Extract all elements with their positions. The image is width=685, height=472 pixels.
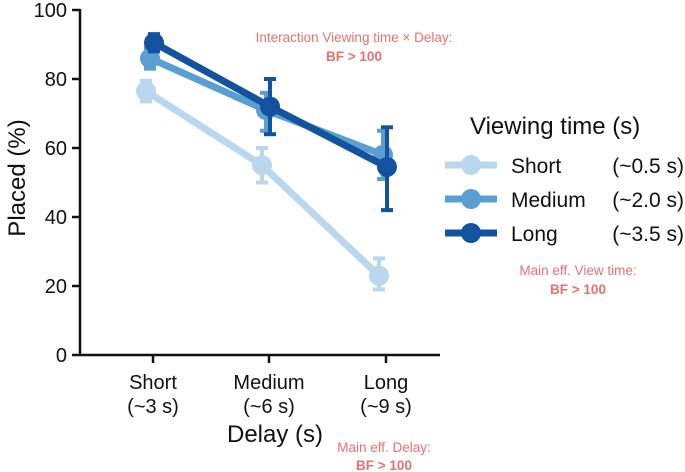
legend-title: Viewing time (s) [470,113,640,140]
data-point-long-1 [260,96,280,117]
data-point-short-1 [252,155,272,176]
legend-swatch-marker-0 [461,155,481,175]
x-tick-sublabel-1: (~6 s) [243,396,295,418]
annotations: Interaction Viewing time × Delay: BF > 10… [256,30,637,472]
series-layer [136,32,397,292]
y-tick-label-2: 40 [45,207,67,229]
x-axis-title: Delay (s) [227,421,323,448]
data-point-long-2 [377,156,397,177]
legend-detail-0: (~0.5 s) [612,155,684,178]
legend-label-1: Medium [511,189,586,212]
x-tick-sublabel-0: (~3 s) [127,396,179,418]
x-tick-label-2: Long [364,372,409,394]
y-tick-label-4: 80 [45,69,67,91]
series-long [144,32,397,213]
legend-label-0: Short [511,155,561,178]
legend-swatch-marker-2 [461,223,481,243]
annotation-0-value: BF > 100 [326,49,382,64]
x-tick-sublabel-2: (~9 s) [360,396,412,418]
annotation-0-label: Interaction Viewing time × Delay: [256,30,453,45]
data-point-long-0 [144,32,164,53]
annotation-2-label: Main eff. Delay: [337,440,431,455]
legend: Viewing time (s) Short (~0.5 s) Medium (~2.0… [445,113,684,246]
data-point-short-0 [136,81,156,102]
y-tick-label-5: 100 [34,0,67,22]
y-tick-label-1: 20 [45,276,67,298]
x-tick-label-0: Short [129,372,177,394]
legend-detail-2: (~3.5 s) [612,223,684,246]
annotation-1-value: BF > 100 [550,282,606,297]
annotation-1-label: Main eff. View time: [519,263,636,278]
series-short [136,78,389,292]
annotation-2-value: BF > 100 [356,458,412,472]
y-axis-title: Placed (%) [4,119,31,236]
legend-detail-1: (~2.0 s) [612,189,684,212]
y-tick-label-0: 0 [56,345,67,367]
data-point-short-2 [369,265,389,286]
legend-label-2: Long [511,223,558,246]
legend-swatch-marker-1 [461,189,481,209]
x-tick-label-1: Medium [233,372,304,394]
y-tick-label-3: 60 [45,138,67,160]
